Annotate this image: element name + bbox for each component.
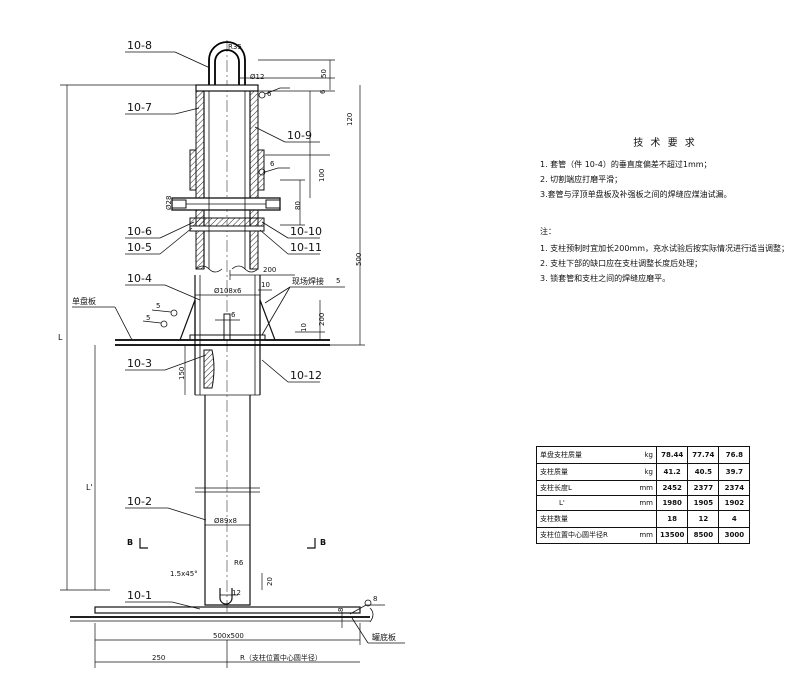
- part-label-10-1: 10-1: [127, 589, 152, 602]
- dim-100: 100: [318, 169, 326, 182]
- dim-10a: 10: [261, 281, 270, 289]
- dim-Lprime: L': [86, 483, 93, 492]
- dim-80: 80: [294, 201, 302, 210]
- dim-200b: 200: [318, 313, 326, 326]
- section-mark-right: B: [307, 538, 326, 549]
- deck-plate: [115, 299, 330, 346]
- dim-50: 50: [320, 69, 328, 78]
- req-line-1: 1. 套管（件 10-4）的垂直度偏差不超过1mm；: [540, 160, 712, 169]
- dim-d12: Ø12: [250, 73, 264, 81]
- column-10-2: [195, 395, 260, 606]
- upper-sleeve: [189, 90, 265, 270]
- req-line-2: 2. 切割端应打磨平滑；: [540, 175, 623, 184]
- dim-200a: 200: [263, 266, 276, 274]
- top-cap: [195, 84, 259, 92]
- zhu-line-2: 2. 支柱下部的缺口应在支柱调整长度后处理；: [540, 259, 703, 268]
- slot-10-3: [203, 349, 215, 389]
- dim-6b: 6: [231, 311, 236, 319]
- part-label-10-10: 10-10: [290, 225, 322, 238]
- dim-12b: 12: [232, 589, 241, 597]
- svg-text:6: 6: [270, 160, 275, 168]
- dim-d28: Ø28: [165, 196, 173, 210]
- part-label-10-3: 10-3: [127, 357, 152, 370]
- svg-text:5: 5: [336, 277, 340, 285]
- table-row: 支柱数量 18 12 4: [536, 510, 751, 529]
- table-row: 单盘支柱质量 kg 78.44 77.74 76.8: [536, 446, 751, 464]
- part-label-10-7: 10-7: [127, 101, 152, 114]
- table-row: 支柱质量 kg 41.2 40.5 39.7: [536, 463, 751, 481]
- part-label-10-9: 10-9: [287, 129, 312, 142]
- handle-10-8: [208, 41, 246, 90]
- dim-250: 250: [152, 654, 165, 662]
- dim-6a: 6: [319, 89, 327, 94]
- dim-chamfer: 1.5x45°: [170, 570, 198, 578]
- section-mark-left: B: [127, 538, 148, 549]
- zhu-line-3: 3. 锁套管和支柱之间的焊缝应磨平。: [540, 274, 671, 283]
- dim-r35: R35: [228, 43, 242, 51]
- dim-500: 500: [355, 253, 363, 266]
- svg-text:5: 5: [146, 314, 150, 322]
- part-label-10-11: 10-11: [290, 241, 322, 254]
- dim-L: L: [58, 333, 63, 342]
- section-label-b-right: B: [320, 538, 326, 547]
- dim-d108x6: Ø108x6: [214, 287, 242, 295]
- label-tank-bottom: 罐底板: [372, 632, 396, 642]
- dim-r6: R6: [234, 559, 244, 567]
- table-row: L' mm 1980 1905 1902: [536, 495, 751, 512]
- dim-500x500: 500x500: [213, 632, 244, 640]
- svg-text:8: 8: [373, 595, 377, 603]
- dimension-lines: [60, 59, 365, 668]
- svg-text:6: 6: [267, 90, 272, 98]
- mass-table: 单盘支柱质量 kg 78.44 77.74 76.8 支柱质量 kg 41.2 …: [536, 446, 751, 544]
- table-row: 支柱长度L mm 2452 2377 2374: [536, 479, 751, 497]
- dim-120: 120: [346, 113, 354, 126]
- technical-notes: 技 术 要 求 1. 套管（件 10-4）的垂直度偏差不超过1mm； 2. 切割…: [540, 136, 790, 286]
- svg-text:5: 5: [156, 302, 160, 310]
- part-label-10-12: 10-12: [290, 369, 322, 382]
- dim-20: 20: [266, 577, 274, 586]
- section-label-b-left: B: [127, 538, 133, 547]
- part-label-10-5: 10-5: [127, 241, 152, 254]
- part-label-10-4: 10-4: [127, 272, 152, 285]
- table-row: 支柱位置中心圆半径R mm 13500 8500 3000: [536, 527, 751, 544]
- pin-10-10: [171, 197, 281, 211]
- bottom-plate-10-1: [70, 606, 374, 623]
- notes-zhu-title: 注：: [540, 227, 556, 236]
- dim-d89x8: Ø89x8: [214, 517, 237, 525]
- dim-8: 8: [337, 608, 345, 612]
- label-field-weld: 现场焊接: [292, 276, 324, 286]
- dim-10b: 10: [300, 323, 308, 332]
- zhu-line-1: 1. 支柱预制时宜加长200mm，充水试验后按实际情况进行适当调整；: [540, 244, 790, 253]
- label-deck-plate: 单盘板: [72, 296, 96, 306]
- weld-symbols: 6 6 5 5 5 8: [142, 87, 385, 615]
- dim-r-label: R（支柱位置中心圆半径）: [240, 653, 322, 662]
- req-line-3: 3.套管与浮顶单盘板及补强板之间的焊缝应煤油试漏。: [540, 190, 732, 199]
- dim-150: 150: [178, 367, 186, 380]
- notes-title: 技 术 要 求: [633, 138, 697, 149]
- part-label-10-2: 10-2: [127, 495, 152, 508]
- part-label-10-6: 10-6: [127, 225, 152, 238]
- leaders: [72, 51, 405, 644]
- part-label-10-8: 10-8: [127, 39, 152, 52]
- collar-10-5: [189, 217, 265, 227]
- collar-10-6: [189, 225, 265, 232]
